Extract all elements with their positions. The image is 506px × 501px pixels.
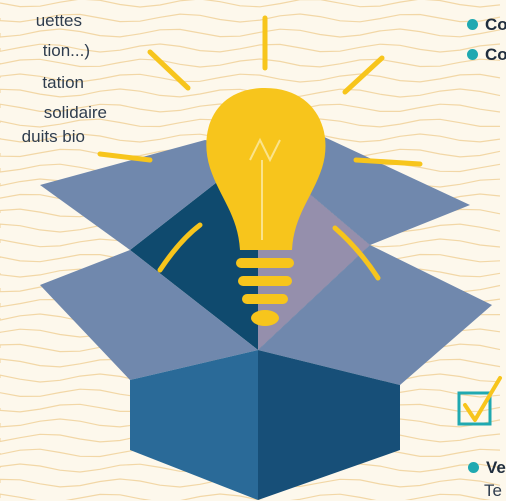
box-front-right [258, 350, 400, 500]
wave-line [0, 58, 501, 68]
bullet-icon [468, 462, 479, 473]
lightbulb-icon [206, 88, 326, 326]
bullet-icon [467, 19, 478, 30]
wave-line [0, 43, 501, 53]
box-front-left [130, 350, 258, 500]
left-list-item: tion...) [42, 41, 90, 60]
right-item-label: Co [485, 45, 506, 64]
box-flap-left [40, 250, 258, 380]
wave-line [0, 13, 501, 23]
check-mark-icon [463, 376, 502, 422]
bottom-item-sub: Te [484, 481, 502, 500]
left-list-item: duits bio [21, 127, 85, 146]
wave-line [0, 493, 492, 500]
bullet-icon [467, 49, 478, 60]
bottom-item-label: Ve [486, 458, 506, 477]
checkbox-icon [457, 376, 502, 426]
wave-line [0, 88, 501, 98]
box-flap-back-left [40, 140, 258, 250]
wave-line [0, 0, 501, 8]
box-flap-right [258, 245, 492, 385]
light-rays [97, 15, 423, 281]
wave-line [0, 73, 501, 83]
wave-line [0, 28, 501, 38]
right-item-label: Co [485, 15, 506, 34]
left-list-item: tation [42, 73, 84, 92]
left-list-item: solidaire [43, 103, 107, 122]
left-list-item: uettes [35, 11, 82, 30]
